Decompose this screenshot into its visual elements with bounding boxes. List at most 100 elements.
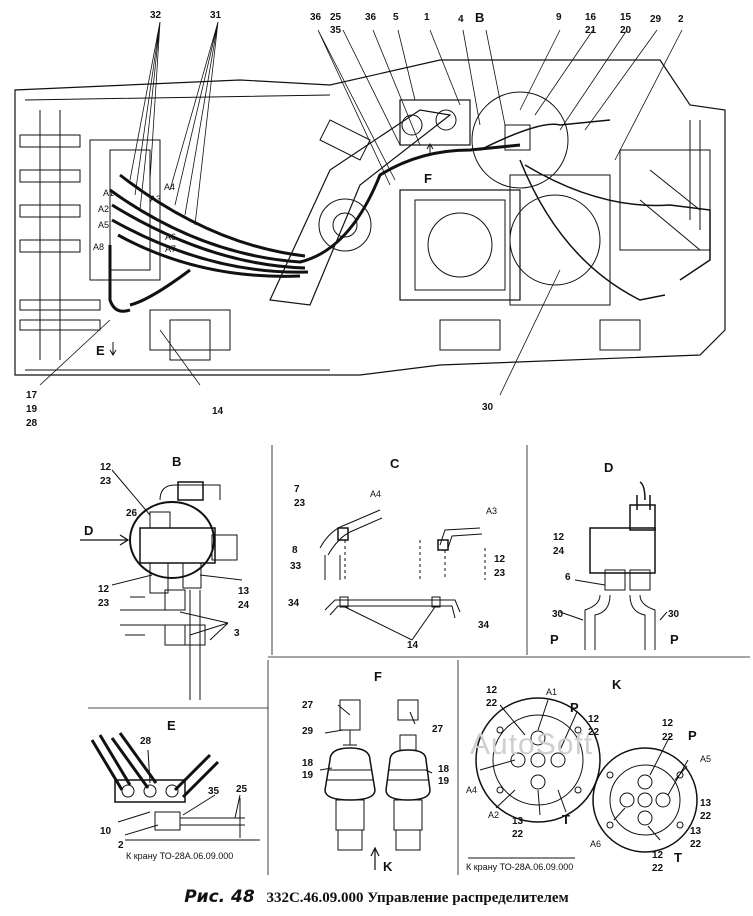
C-callout-23b: 23	[494, 568, 506, 579]
E-note: К крану ТО-28А.06.09.000	[126, 851, 233, 861]
view-D-labels: D 12 24 6 30 30 P P	[550, 460, 680, 647]
main-assembly-view	[14, 21, 726, 396]
callout-4: 4	[458, 14, 464, 25]
K-callout-12d: 12	[652, 850, 664, 861]
drawing-title: Управление распределителем	[367, 890, 569, 906]
callout-9: 9	[556, 12, 562, 23]
port-A3: A3	[150, 194, 161, 204]
figure-caption: Рис. 48 332С.46.09.000 Управление распре…	[0, 887, 753, 913]
callout-25: 25	[330, 12, 342, 23]
K-callout-13b: 13	[700, 798, 712, 809]
callout-14: 14	[212, 406, 224, 417]
C-callout-33: 33	[290, 561, 302, 572]
D-callout-30a: 30	[552, 609, 564, 620]
K-callout-22c: 22	[512, 829, 524, 840]
E-callout-2: 2	[118, 840, 124, 851]
callout-20: 20	[620, 25, 632, 36]
F-callout-18a: 18	[302, 758, 314, 769]
K-note: К крану ТО-28А.06.09.000	[466, 862, 573, 872]
K-callout-12a: 12	[486, 685, 498, 696]
callout-36a: 36	[310, 12, 322, 23]
D-port-P2: P	[670, 632, 679, 647]
K-callout-13c: 13	[690, 826, 702, 837]
F-callout-27b: 27	[432, 724, 444, 735]
view-D	[559, 481, 668, 650]
callout-19: 19	[26, 404, 38, 415]
marker-E: E	[96, 343, 105, 358]
view-D-title: D	[604, 460, 613, 475]
B-callout-24: 24	[238, 600, 250, 611]
figure-number: Рис. 48	[184, 887, 255, 907]
E-callout-10: 10	[100, 826, 112, 837]
F-callout-19b: 19	[438, 776, 450, 787]
D-callout-6: 6	[565, 572, 571, 583]
callout-5: 5	[393, 12, 399, 23]
F-callout-18b: 18	[438, 764, 450, 775]
D-callout-30b: 30	[668, 609, 680, 620]
B-callout-12a: 12	[100, 462, 112, 473]
B-callout-13: 13	[238, 586, 250, 597]
B-callout-23a: 23	[100, 476, 112, 487]
callout-31: 31	[210, 10, 222, 21]
B-callout-26: 26	[126, 508, 138, 519]
callout-32: 32	[150, 10, 162, 21]
callout-30: 30	[482, 402, 494, 413]
K-port-A1a: A1	[546, 687, 557, 697]
view-E-labels: E 28 35 25 10 2 К крану ТО-28А.06.09.000	[100, 718, 248, 861]
K-port-T1: T	[562, 812, 570, 827]
view-F	[319, 699, 433, 870]
K-port-T2: T	[674, 850, 682, 865]
K-callout-12b: 12	[588, 714, 600, 725]
K-callout-22f: 22	[652, 863, 664, 874]
K-port-A2: A2	[488, 810, 499, 820]
view-B	[80, 469, 243, 700]
watermark: AutoSoft	[470, 728, 594, 761]
K-port-A6: A6	[590, 839, 601, 849]
view-B-direction: D	[84, 523, 93, 538]
port-A5: A5	[98, 220, 109, 230]
K-port-A5: A5	[700, 754, 711, 764]
C-callout-23a: 23	[294, 498, 306, 509]
callout-21: 21	[585, 25, 597, 36]
E-callout-35: 35	[208, 786, 220, 797]
C-callout-34b: 34	[478, 620, 490, 631]
F-callout-29: 29	[302, 726, 314, 737]
port-A7: A7	[165, 244, 176, 254]
E-callout-25: 25	[236, 784, 248, 795]
B-callout-12b: 12	[98, 584, 110, 595]
K-port-P2: P	[688, 728, 697, 743]
view-K-title: K	[612, 677, 622, 692]
view-K	[468, 697, 698, 859]
D-port-P1: P	[550, 632, 559, 647]
port-A8: A8	[93, 242, 104, 252]
K-callout-22a: 22	[486, 698, 498, 709]
view-E-title: E	[167, 718, 176, 733]
callout-36b: 36	[365, 12, 377, 23]
K-port-A4: A4	[466, 785, 477, 795]
D-callout-12: 12	[553, 532, 565, 543]
view-C-labels: C 7 23 8 33 A4 A3 12 23 34 14 34	[288, 456, 506, 651]
callout-15: 15	[620, 12, 632, 23]
callout-16: 16	[585, 12, 597, 23]
C-callout-7: 7	[294, 484, 300, 495]
F-callout-27a: 27	[302, 700, 314, 711]
drawing-code: 332С.46.09.000	[266, 890, 364, 906]
K-callout-22g: 22	[690, 839, 702, 850]
marker-F: F	[424, 171, 432, 186]
B-callout-3: 3	[234, 628, 240, 639]
K-callout-13a: 13	[512, 816, 524, 827]
view-F-labels: F 27 29 27 18 19 18 19 K	[302, 669, 450, 874]
callout-2: 2	[678, 14, 684, 25]
port-A2: A2	[98, 204, 109, 214]
callout-28: 28	[26, 418, 38, 429]
port-A6: A6	[165, 232, 176, 242]
K-callout-22d: 22	[662, 732, 674, 743]
K-port-P1: P	[570, 700, 579, 715]
B-callout-23b: 23	[98, 598, 110, 609]
port-A4: A4	[164, 182, 175, 192]
port-A1: A1	[103, 188, 114, 198]
F-direction-K: K	[383, 859, 393, 874]
view-B-labels: B D 12 23 26 12 23 13 24 3	[84, 454, 250, 639]
F-callout-19a: 19	[302, 770, 314, 781]
